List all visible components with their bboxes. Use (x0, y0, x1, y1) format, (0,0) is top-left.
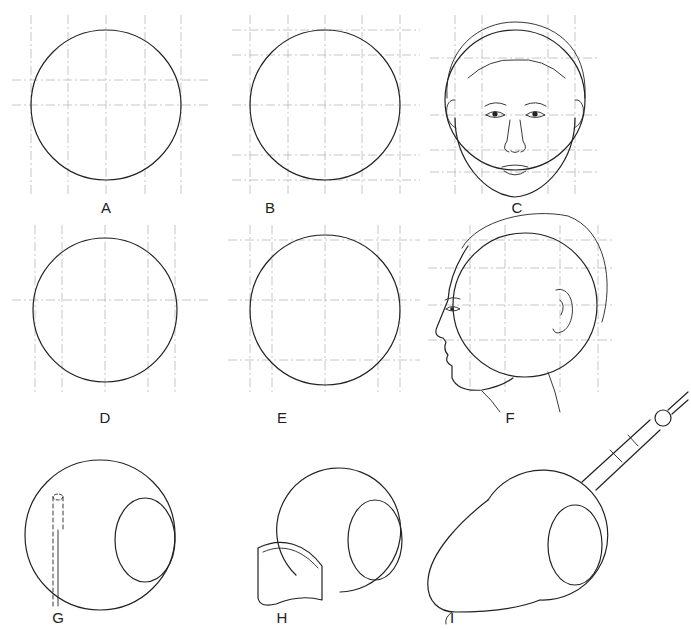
figure-letter: G (52, 610, 64, 625)
figure-letter: I (450, 610, 454, 625)
head-circle (31, 30, 181, 180)
head-circle (33, 238, 177, 382)
figure-letter: E (277, 410, 287, 425)
figure-letter: D (100, 410, 111, 425)
figure-letter: F (505, 410, 514, 425)
head-circle (250, 30, 400, 180)
construction-grid (12, 15, 615, 395)
figure-letter: C (512, 200, 523, 215)
figure-letter: H (277, 610, 288, 625)
front-face (445, 22, 585, 197)
profile-face (436, 214, 607, 412)
sphere-with-plane (25, 460, 175, 610)
figure-letter: A (101, 200, 111, 215)
figure-letter: B (265, 200, 275, 215)
head-circle (250, 235, 400, 385)
sphere-with-face-mass (428, 470, 608, 624)
sphere-with-mask (258, 468, 402, 605)
compass-tool (582, 392, 688, 490)
